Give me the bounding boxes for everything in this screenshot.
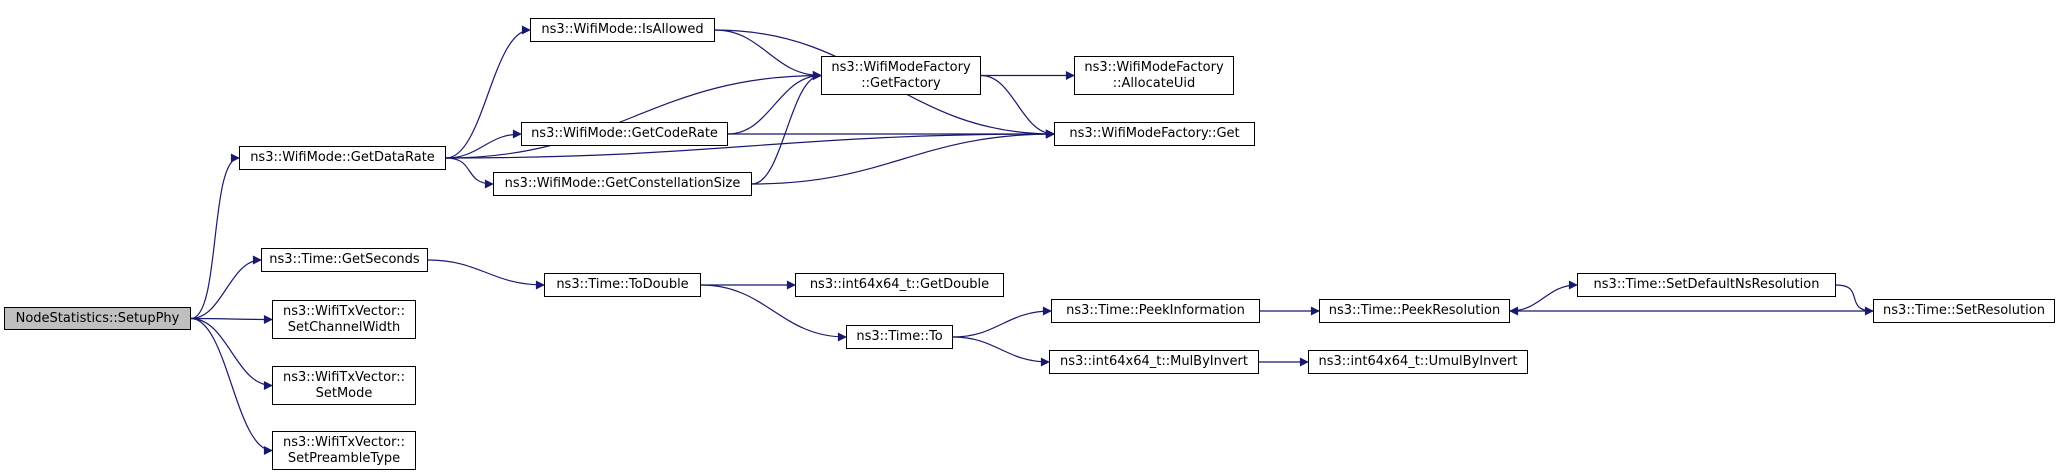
edge-setupphy-to-getseconds: [190, 255, 262, 320]
node-to[interactable]: ns3::Time::To: [846, 325, 953, 349]
node-getconstellationsize[interactable]: ns3::WifiMode::GetConstellationSize: [493, 172, 752, 196]
edge-peekresolution-to-setdefaultnsresolution: [1509, 280, 1578, 312]
edge-getconstellationsize-to-factoryget: [751, 129, 1055, 185]
node-mulbyinvert[interactable]: ns3::int64x64_t::MulByInvert: [1049, 350, 1259, 374]
node-setpreambletype[interactable]: ns3::WifiTxVector:: SetPreambleType: [272, 431, 416, 470]
node-label: ns3::WifiMode::GetConstellationSize: [504, 176, 741, 191]
node-label-line1: ns3::WifiTxVector::: [282, 369, 405, 385]
node-label: ns3::Time::SetResolution: [1883, 303, 2045, 318]
node-label: ns3::WifiMode::GetDataRate: [250, 150, 435, 165]
edge-getdatarate-to-getfactory: [445, 71, 822, 159]
node-label-line1: ns3::WifiTxVector::: [282, 434, 405, 450]
node-label-line1: ns3::WifiModeFactory: [831, 59, 971, 75]
node-setdefaultnsresolution[interactable]: ns3::Time::SetDefaultNsResolution: [1577, 273, 1836, 297]
node-label: ns3::Time::To: [856, 329, 943, 344]
edge-todouble-to-to: [700, 284, 847, 342]
node-todouble[interactable]: ns3::Time::ToDouble: [544, 273, 701, 297]
node-label: ns3::int64x64_t::MulByInvert: [1059, 354, 1248, 369]
edge-setupphy-to-setpreambletype: [190, 317, 273, 455]
node-setmode[interactable]: ns3::WifiTxVector:: SetMode: [272, 366, 416, 405]
edge-to-to-peekinformation: [952, 306, 1052, 338]
edge-getcoderate-to-getfactory: [727, 71, 822, 135]
node-label: ns3::Time::ToDouble: [556, 277, 689, 292]
node-peekinformation[interactable]: ns3::Time::PeekInformation: [1051, 299, 1260, 323]
node-label: NodeStatistics::SetupPhy: [15, 310, 180, 326]
edge-setdefaultnsresolution-to-setresolution: [1835, 284, 1874, 316]
node-setresolution[interactable]: ns3::Time::SetResolution: [1873, 299, 2055, 323]
node-getdatarate[interactable]: ns3::WifiMode::GetDataRate: [239, 146, 446, 170]
node-getfactory[interactable]: ns3::WifiModeFactory ::GetFactory: [821, 56, 981, 95]
node-getdouble[interactable]: ns3::int64x64_t::GetDouble: [795, 273, 1004, 297]
node-label: ns3::int64x64_t::UmulByInvert: [1318, 354, 1518, 369]
edge-setupphy-to-setchannelwidth: [190, 314, 273, 324]
node-isallowed[interactable]: ns3::WifiMode::IsAllowed: [530, 18, 715, 42]
node-factoryget[interactable]: ns3::WifiModeFactory::Get: [1054, 122, 1255, 146]
node-getcoderate[interactable]: ns3::WifiMode::GetCodeRate: [521, 122, 728, 146]
edge-getdatarate-to-isallowed: [445, 25, 531, 159]
node-label: ns3::WifiModeFactory::Get: [1069, 126, 1240, 141]
node-label-line1: ns3::WifiModeFactory: [1084, 59, 1224, 75]
edge-setupphy-to-getdatarate: [190, 153, 240, 320]
node-label: ns3::int64x64_t::GetDouble: [809, 277, 990, 292]
edge-getconstellationsize-to-getfactory: [751, 71, 822, 185]
edge-getdatarate-to-getcoderate: [445, 129, 522, 159]
node-label-line2: SetChannelWidth: [287, 319, 401, 335]
node-setchannelwidth[interactable]: ns3::WifiTxVector:: SetChannelWidth: [272, 300, 416, 339]
node-label-line2: SetPreambleType: [287, 450, 401, 466]
edge-getdatarate-to-factoryget: [445, 129, 1055, 159]
edge-isallowed-to-getfactory: [714, 29, 822, 80]
node-allocateuid[interactable]: ns3::WifiModeFactory ::AllocateUid: [1074, 56, 1234, 95]
edge-getfactory-to-factoryget: [980, 74, 1055, 139]
edge-getdatarate-to-getconstellationsize: [445, 157, 494, 189]
node-label-line2: ::AllocateUid: [1112, 75, 1196, 91]
node-label: ns3::Time::PeekResolution: [1328, 303, 1501, 318]
node-label-line1: ns3::WifiTxVector::: [282, 303, 405, 319]
node-label: ns3::Time::PeekInformation: [1066, 303, 1245, 318]
node-getseconds[interactable]: ns3::Time::GetSeconds: [261, 248, 428, 272]
edge-setupphy-to-setmode: [190, 317, 273, 390]
node-label-line2: SetMode: [315, 385, 373, 401]
edge-to-to-mulbyinvert: [952, 336, 1050, 367]
node-label: ns3::WifiMode::GetCodeRate: [531, 126, 718, 141]
node-label: ns3::Time::SetDefaultNsResolution: [1593, 277, 1820, 292]
node-label: ns3::Time::GetSeconds: [269, 252, 420, 267]
node-setupphy[interactable]: NodeStatistics::SetupPhy: [4, 307, 191, 330]
node-label-line2: ::GetFactory: [861, 75, 941, 91]
edge-getseconds-to-todouble: [427, 259, 545, 290]
node-umulbyinvert[interactable]: ns3::int64x64_t::UmulByInvert: [1308, 350, 1528, 374]
node-peekresolution[interactable]: ns3::Time::PeekResolution: [1319, 299, 1510, 323]
node-label: ns3::WifiMode::IsAllowed: [541, 22, 704, 37]
